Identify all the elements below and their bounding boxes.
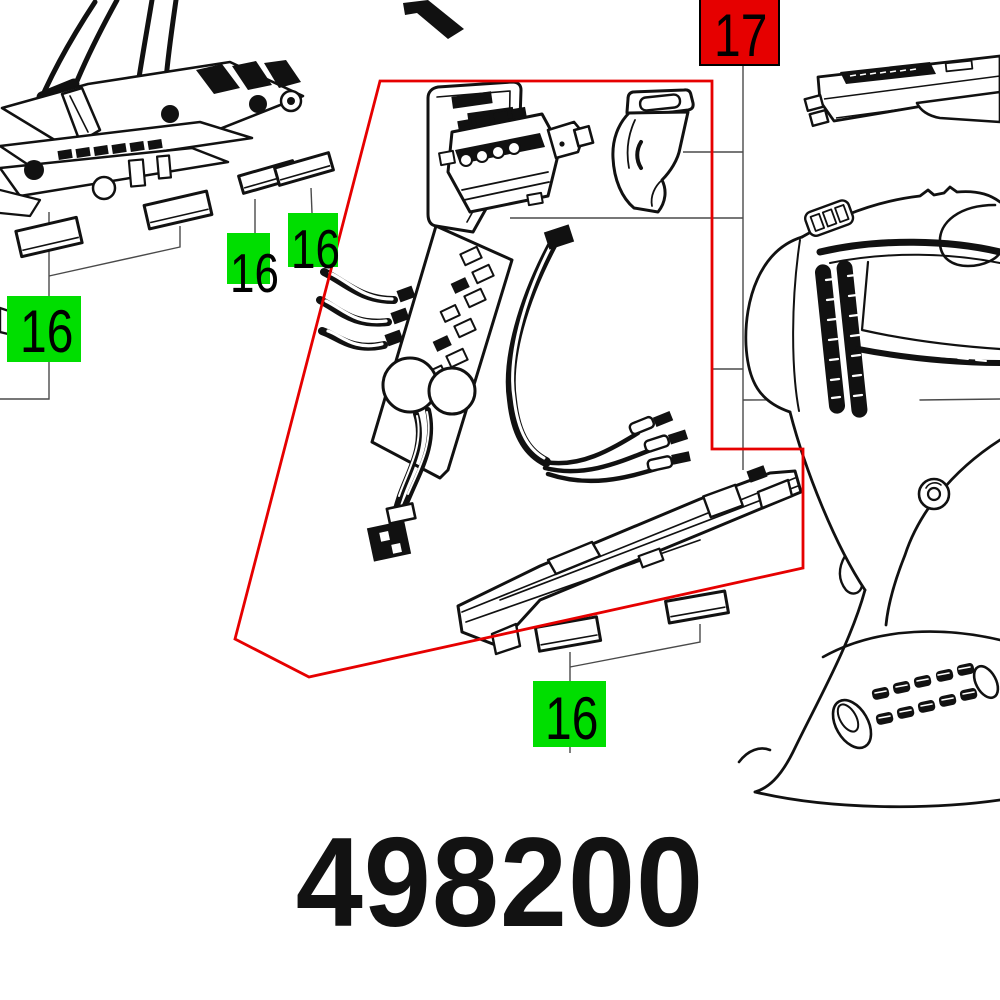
electronics-kit-drawing[interactable] bbox=[316, 80, 803, 656]
callout-16-left-number: 16 bbox=[20, 298, 74, 365]
pads-part16-drawing[interactable] bbox=[0, 151, 730, 653]
callout-16-left[interactable]: 16 bbox=[7, 296, 81, 365]
part-number: 498200 bbox=[0, 809, 1000, 955]
callout-16-mid-right[interactable]: 16 bbox=[288, 213, 340, 280]
callout-16-mid-left[interactable]: 16 bbox=[227, 233, 279, 304]
callout-17-number: 17 bbox=[714, 2, 768, 69]
cover-plate-drawing bbox=[803, 54, 1000, 128]
drill-body-drawing bbox=[737, 185, 1000, 809]
callout-17[interactable]: 17 bbox=[699, 0, 780, 69]
part-number-text: 498200 bbox=[295, 811, 705, 953]
highlight-region-17[interactable] bbox=[233, 79, 805, 679]
housing-assembly-drawing bbox=[0, 0, 464, 218]
callout-16-bottom-number: 16 bbox=[545, 685, 599, 752]
callout-16-mid-left-number: 16 bbox=[230, 242, 279, 304]
callout-16-mid-right-number: 16 bbox=[291, 218, 340, 280]
callout-16-bottom[interactable]: 16 bbox=[533, 681, 606, 752]
